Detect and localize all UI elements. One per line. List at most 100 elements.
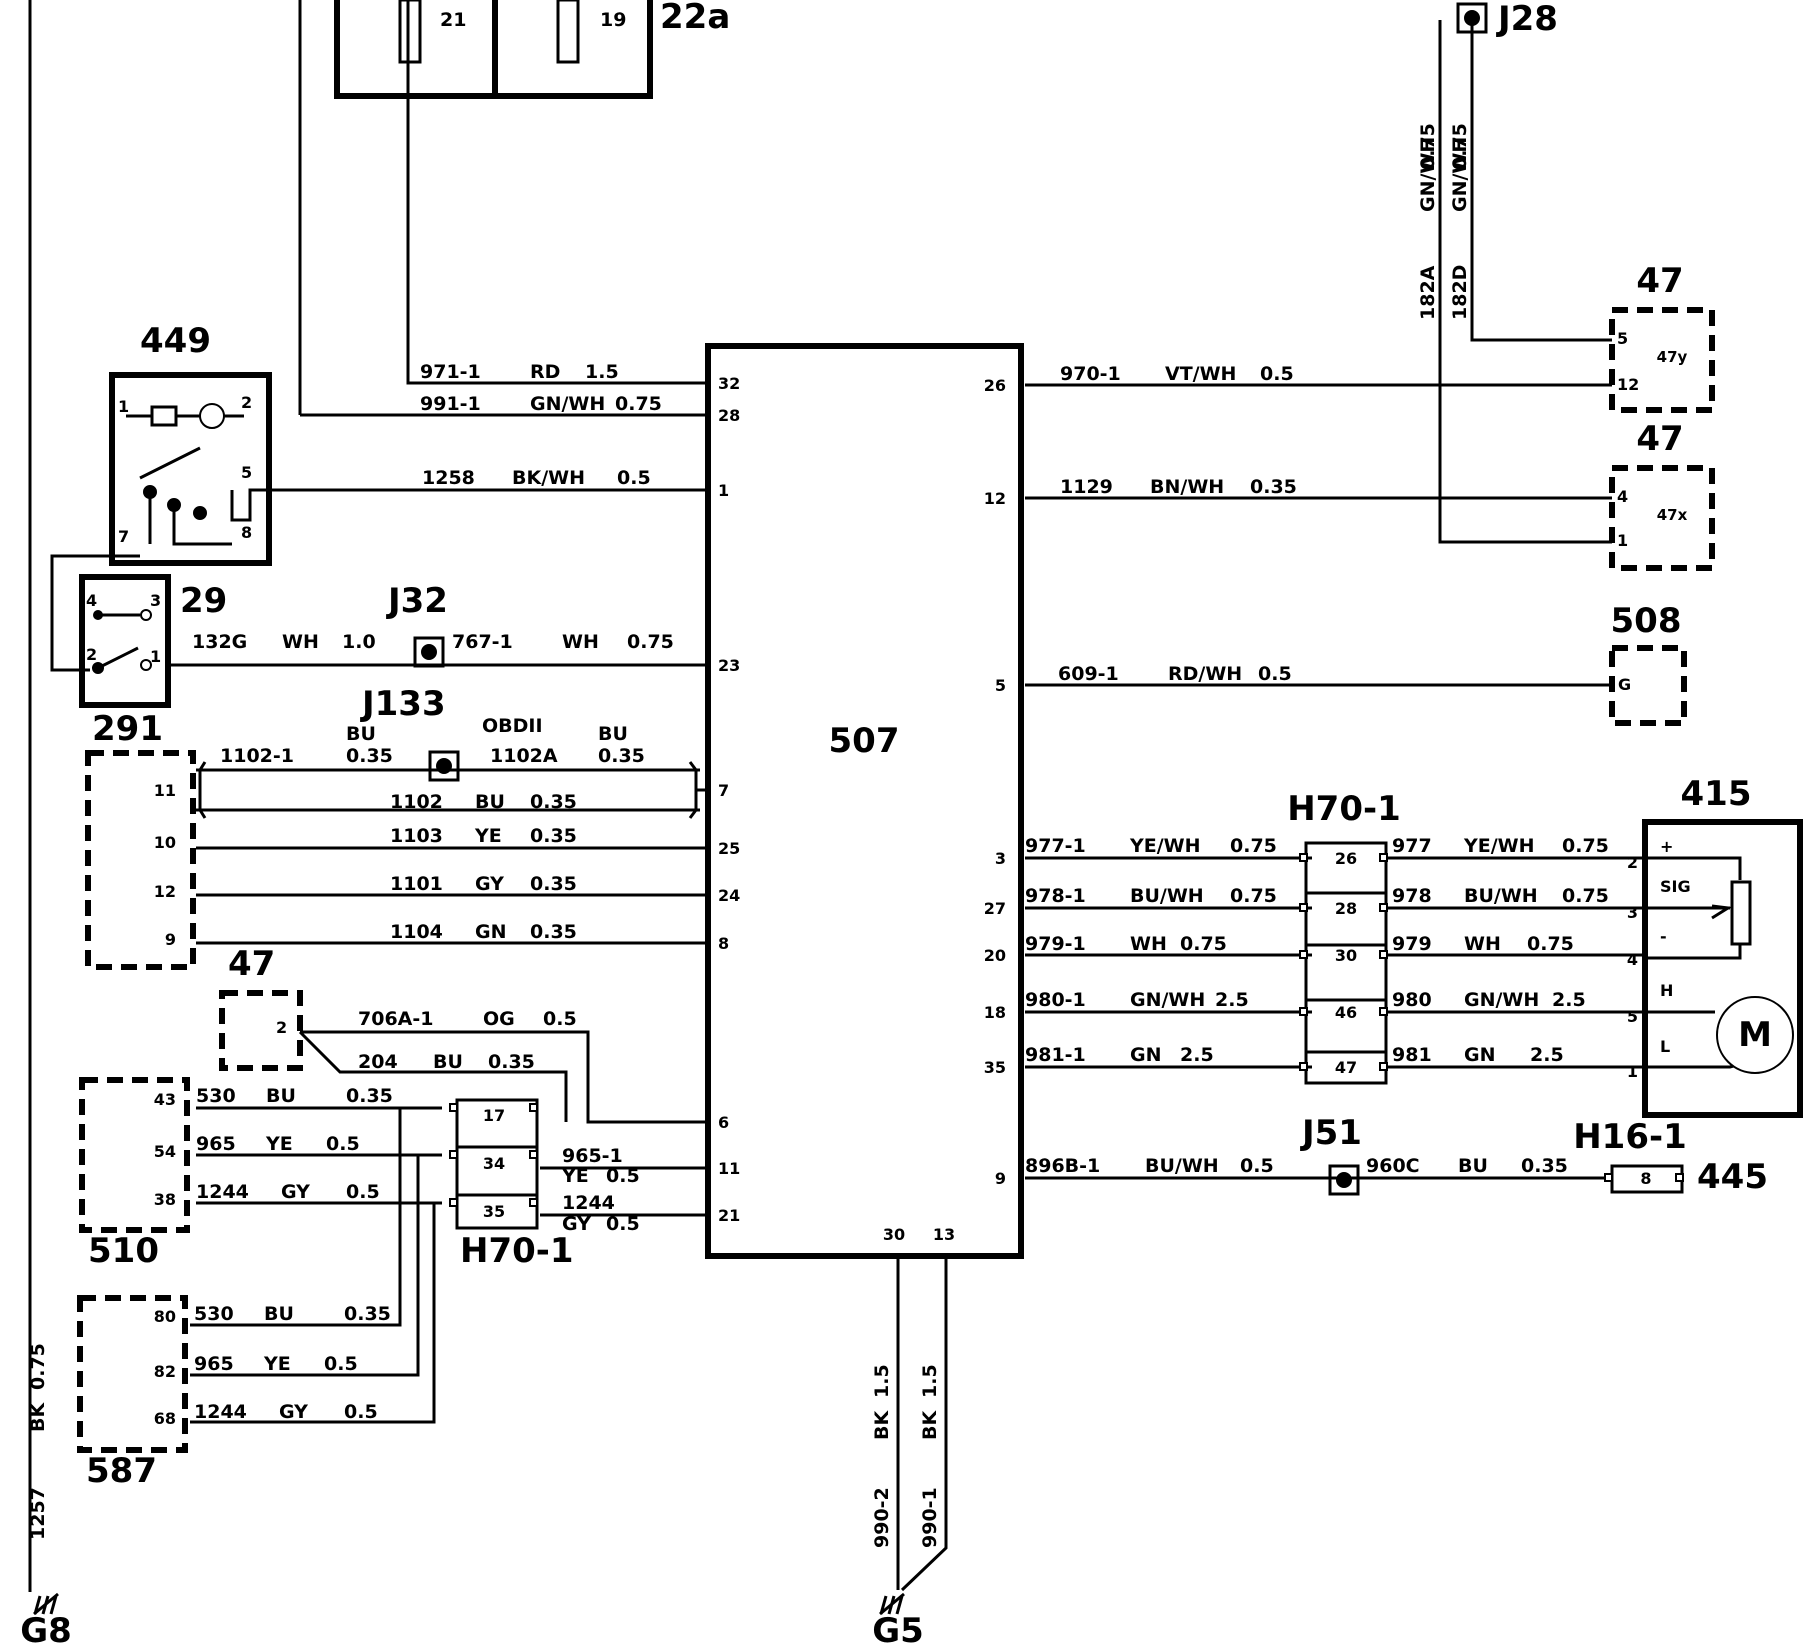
wire-w1244a-color: GY	[281, 1181, 310, 1203]
c415-motor-label: M	[1738, 1015, 1772, 1055]
c415-terminal-label: +	[1660, 837, 1673, 856]
c415-pin-label: 3	[1627, 903, 1638, 922]
wire-w182a-gauge: 0.75	[1417, 123, 1439, 170]
wire-w970-gauge: 0.5	[1260, 363, 1294, 385]
wire-965-b-line	[190, 1155, 420, 1377]
c510-pin-label: 43	[154, 1090, 176, 1109]
c22a-pin-label: 21	[440, 9, 466, 31]
wire-w1244c-gauge: 0.5	[344, 1401, 378, 1423]
ecu-right-pin-label: 26	[984, 376, 1006, 395]
ecu-right-pin-label: 27	[984, 899, 1006, 918]
g8-ground-icon-leg3	[49, 1595, 58, 1615]
c508-pin-label: G	[1618, 675, 1631, 694]
c22a-pin-label: 19	[600, 9, 626, 31]
wire-w979-number: 979	[1392, 933, 1432, 955]
c291-pin-label: 12	[154, 882, 176, 901]
wire-w981-gauge: 2.5	[1530, 1044, 1564, 1066]
h70L-tab-r	[529, 1103, 538, 1112]
wire-w979_1-number: 979-1	[1025, 933, 1086, 955]
g8-label: G8	[20, 1611, 72, 1648]
h70R-pin-label: 46	[1335, 1003, 1357, 1022]
ecu-label: 507	[829, 721, 900, 761]
h70R-tab-l	[1299, 1007, 1308, 1016]
h70L-label: H70-1	[460, 1231, 574, 1271]
c415-terminal-label: -	[1660, 927, 1667, 946]
wire-w1102a-number: 1102A	[490, 745, 558, 767]
h16-tab-r	[1675, 1173, 1684, 1182]
wire-w204-color: BU	[433, 1051, 463, 1073]
wire-w1244c-color: GY	[279, 1401, 308, 1423]
h70L-tab-l	[449, 1198, 458, 1207]
g5-ground-icon-leg2	[887, 1595, 896, 1615]
wire-w1244c-number: 1244	[194, 1401, 247, 1423]
wire-w981_1-color: GN	[1130, 1044, 1162, 1066]
c449-contact-a	[143, 485, 157, 499]
wire-w970-number: 970-1	[1060, 363, 1121, 385]
wire-w896b-number: 896B-1	[1025, 1155, 1100, 1177]
j51-label: J51	[1300, 1113, 1362, 1153]
wire-w896b-gauge: 0.5	[1240, 1155, 1274, 1177]
wire-w971-color: RD	[530, 361, 560, 383]
ecu-left-pin-label: 8	[718, 934, 729, 953]
c47x-label: 47	[1636, 419, 1683, 459]
wire-w1101-gauge: 0.35	[530, 873, 577, 895]
wire-w978-gauge: 0.75	[1562, 885, 1609, 907]
g8-ground-icon-leg2	[41, 1595, 50, 1615]
wire-w530b-number: 530	[194, 1303, 234, 1325]
wire-w978_1-number: 978-1	[1025, 885, 1086, 907]
c22a-pin19-box	[556, 0, 580, 64]
c587-box	[77, 1295, 188, 1453]
wire-w204-number: 204	[358, 1051, 398, 1073]
wire-w1104-number: 1104	[390, 921, 443, 943]
c29-dot-2	[92, 662, 104, 674]
wire-1258-line	[230, 488, 708, 522]
wire-w965_1-number: 965-1	[562, 1145, 623, 1167]
ecu-right-pin-label: 20	[984, 946, 1006, 965]
c449-contact-c	[193, 506, 207, 520]
wire-w182d-number: 182D	[1449, 265, 1471, 320]
c510-label: 510	[88, 1231, 159, 1271]
c415-pin-label: 5	[1627, 1007, 1638, 1026]
wire-w965b-gauge: 0.5	[324, 1353, 358, 1375]
c29-pin-label: 2	[86, 645, 97, 664]
c47a-label: 47	[228, 944, 275, 984]
wire-w530b-gauge: 0.35	[344, 1303, 391, 1325]
c47x-box	[1609, 465, 1715, 571]
wire-w1129-gauge: 0.35	[1250, 476, 1297, 498]
c415-pin-label: 2	[1627, 853, 1638, 872]
c29-pin-label: 4	[86, 591, 97, 610]
wire-w977_1-number: 977-1	[1025, 835, 1086, 857]
c29-box	[79, 574, 171, 708]
obd-label: OBDII	[482, 715, 543, 737]
g5-label: G5	[872, 1611, 924, 1648]
wire-w767-gauge: 0.75	[627, 631, 674, 653]
wire-w132g-color: WH	[282, 631, 319, 653]
wire-w977_1-gauge: 0.75	[1230, 835, 1277, 857]
wire-w609-gauge: 0.5	[1258, 663, 1292, 685]
wire-w965a-color: YE	[265, 1133, 293, 1155]
wire-w1102_1-color: BU	[346, 723, 376, 745]
c449-box	[109, 372, 272, 566]
c449-lamp-icon	[199, 403, 225, 429]
wire-182d-line	[1470, 20, 1612, 342]
c449-pin-label: 5	[241, 463, 252, 482]
h70L-pin-label: 35	[483, 1202, 505, 1221]
ecu-left-pin-label: 7	[718, 781, 729, 800]
wire-706a-line	[300, 1030, 708, 1124]
wire-w979_1-color: WH	[1130, 933, 1167, 955]
h70R-pin-label: 47	[1335, 1058, 1357, 1077]
wire-w706a-gauge: 0.5	[543, 1008, 577, 1030]
wire-w977_1-color: YE/WH	[1129, 835, 1201, 857]
c415-terminal-label: H	[1660, 981, 1673, 1000]
c508-label: 508	[1611, 601, 1682, 641]
wire-w977-color: YE/WH	[1463, 835, 1535, 857]
j133-box	[428, 750, 460, 782]
wire-w979-gauge: 0.75	[1527, 933, 1574, 955]
wire-w1103-gauge: 0.35	[530, 825, 577, 847]
c445-label: 445	[1697, 1157, 1768, 1197]
wire-w1244b-number: 1244	[562, 1192, 615, 1214]
h70R-tab-l	[1299, 1062, 1308, 1071]
c415-terminal-label: SIG	[1660, 877, 1691, 896]
wire-w1244a-number: 1244	[196, 1181, 249, 1203]
h70R-box	[1304, 841, 1388, 1085]
